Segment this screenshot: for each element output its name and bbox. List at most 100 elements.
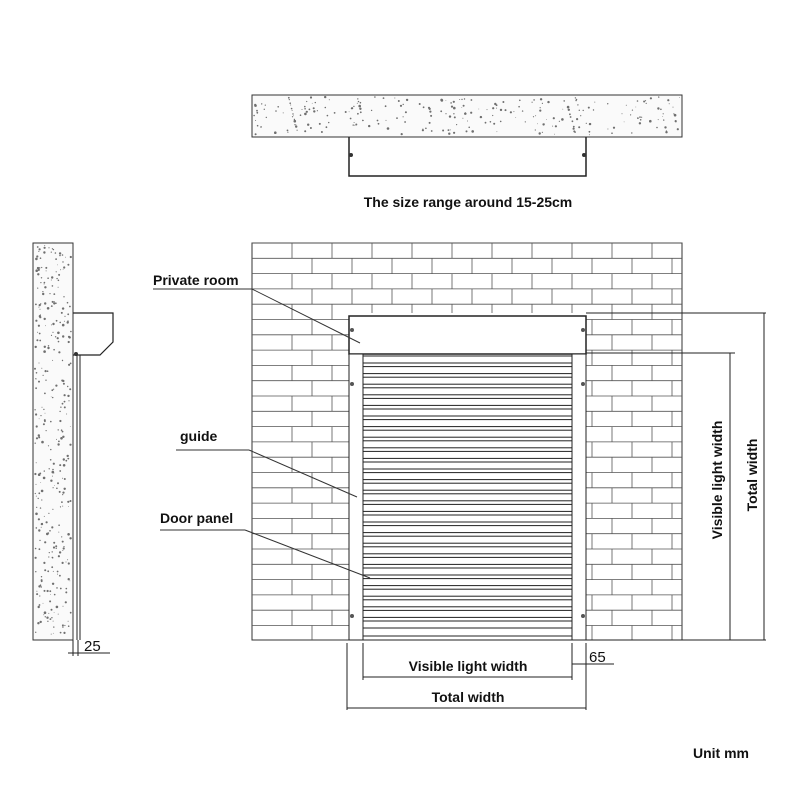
door-slat [362, 525, 573, 534]
concrete-speck [44, 370, 47, 373]
concrete-speck [304, 105, 306, 108]
concrete-speck [256, 111, 259, 114]
concrete-speck [463, 98, 466, 100]
concrete-speck [51, 526, 54, 529]
concrete-speck [67, 335, 71, 338]
unit-note: Unit mm [693, 745, 749, 761]
concrete-speck [542, 123, 545, 126]
concrete-speck [561, 118, 564, 121]
concrete-speck [51, 470, 55, 474]
concrete-speck [42, 423, 45, 426]
concrete-speck [53, 301, 55, 303]
concrete-speck [307, 123, 310, 126]
concrete-speck [304, 130, 307, 133]
door-slat [362, 503, 573, 512]
concrete-speck [61, 561, 64, 565]
concrete-speck [35, 319, 38, 322]
concrete-speck [64, 624, 66, 627]
concrete-speck [663, 119, 665, 121]
concrete-speck [265, 116, 267, 119]
concrete-speck [588, 130, 591, 133]
concrete-speck [63, 487, 66, 490]
concrete-speck [385, 119, 387, 121]
concrete-speck [623, 121, 625, 123]
concrete-speck [274, 131, 277, 134]
concrete-speck [58, 252, 62, 255]
concrete-speck [59, 631, 62, 634]
concrete-speck [63, 320, 65, 322]
concrete-speck [38, 585, 41, 588]
concrete-speck [324, 106, 327, 109]
concrete-speck [56, 487, 58, 490]
concrete-speck [40, 576, 43, 578]
concrete-speck [41, 367, 43, 369]
concrete-speck [509, 111, 512, 114]
concrete-speck [35, 462, 37, 464]
door-slat [362, 588, 573, 597]
concrete-speck [69, 388, 72, 391]
concrete-speck [51, 248, 54, 250]
concrete-speck [49, 590, 52, 593]
concrete-speck [43, 611, 47, 614]
concrete-speck [535, 115, 537, 117]
top-view-box [348, 137, 587, 177]
concrete-speck [293, 119, 297, 123]
concrete-speck [665, 131, 668, 134]
door-panel-slats [362, 355, 573, 629]
concrete-speck [62, 335, 65, 338]
concrete-speck [35, 269, 38, 273]
concrete-speck [51, 556, 53, 559]
concrete-speck [588, 134, 590, 136]
concrete-speck [625, 104, 627, 106]
concrete-speck [587, 106, 590, 109]
concrete-speck [38, 418, 40, 420]
concrete-speck [45, 325, 46, 327]
door-slat [362, 429, 573, 438]
concrete-speck [462, 104, 465, 107]
concrete-speck [47, 346, 50, 350]
concrete-speck [38, 306, 40, 308]
concrete-speck [47, 345, 50, 347]
concrete-speck [34, 547, 37, 550]
concrete-speck [665, 130, 668, 132]
concrete-speck [440, 98, 443, 102]
concrete-speck [486, 109, 488, 111]
concrete-speck [445, 100, 447, 101]
visible-light-width-bottom: Visible light width [409, 658, 528, 674]
concrete-speck [47, 620, 49, 622]
concrete-speck [572, 125, 575, 128]
concrete-speck [639, 116, 641, 118]
concrete-speck [641, 116, 643, 118]
concrete-speck [43, 317, 46, 321]
concrete-speck [357, 100, 360, 103]
private-room-label: Private room [153, 272, 239, 288]
concrete-speck [62, 491, 65, 494]
concrete-speck [643, 100, 646, 103]
concrete-speck [567, 108, 570, 112]
concrete-speck [34, 472, 37, 476]
concrete-speck [573, 130, 576, 133]
concrete-speck [55, 384, 58, 387]
concrete-speck [37, 287, 39, 289]
concrete-speck [55, 302, 57, 305]
concrete-speck [448, 132, 451, 135]
concrete-speck [62, 268, 64, 270]
concrete-speck [69, 443, 72, 446]
concrete-speck [38, 267, 41, 269]
concrete-speck [52, 570, 54, 572]
guide-bolt [581, 614, 585, 618]
concrete-speck [62, 626, 64, 628]
concrete-speck [574, 97, 577, 99]
concrete-speck [51, 285, 54, 287]
concrete-speck [470, 111, 473, 114]
concrete-speck [636, 100, 639, 102]
concrete-speck [53, 541, 56, 544]
top-view-bolt-left [349, 153, 353, 157]
roll-box-bolt-left [350, 328, 354, 332]
concrete-speck [639, 119, 642, 121]
concrete-speck [43, 419, 46, 422]
concrete-speck [630, 114, 632, 116]
concrete-speck [39, 620, 42, 624]
concrete-speck [399, 104, 403, 107]
